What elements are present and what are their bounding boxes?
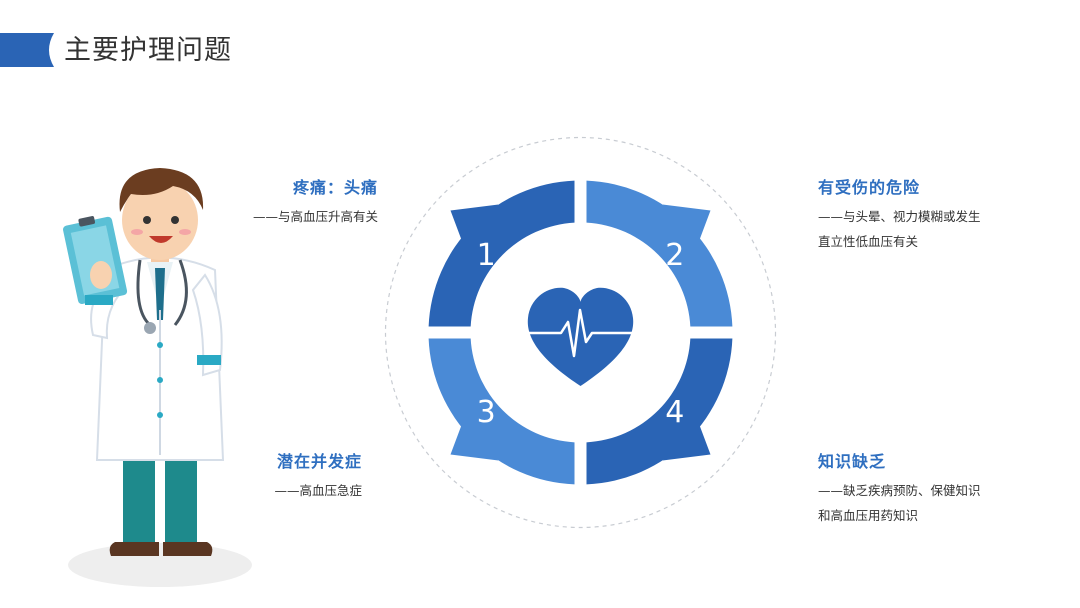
problem-title: 有受伤的危险 [818,178,921,197]
problem-title: 潜在并发症 [276,452,362,471]
segment-number-2: 2 [665,238,684,273]
problem-item-1: 疼痛：头痛 ——与高血压升高有关 [253,174,378,229]
title-accent-bar [0,33,54,67]
problem-desc: ——缺乏疾病预防、保健知识 和高血压用药知识 [818,483,981,523]
problem-title: 疼痛：头痛 [292,178,378,197]
problem-title: 知识缺乏 [818,452,887,471]
problem-desc: ——高血压急症 [274,483,362,498]
problem-item-4: 知识缺乏 ——缺乏疾病预防、保健知识 和高血压用药知识 [818,448,1003,528]
cycle-arrow-4 [662,422,711,461]
segment-number-1: 1 [477,238,496,273]
problem-cycle-diagram: 1 2 3 4 [384,136,777,529]
cycle-segment-2 [586,180,733,327]
problem-desc: ——与高血压升高有关 [252,209,378,224]
dashed-outer-ring [384,136,777,529]
problem-item-2: 有受伤的危险 ——与头晕、视力模糊或发生 直立性低血压有关 [818,174,1003,254]
segment-number-3: 3 [477,395,496,430]
cycle-segment-1 [428,180,575,327]
page-title: 主要护理问题 [64,35,232,66]
problem-item-3: 潜在并发症 ——高血压急症 [274,448,362,503]
cycle-arrow-3 [450,422,499,461]
cycle-arrow-2 [662,204,711,243]
cycle-segment-4 [586,338,733,485]
doctor-illustration [63,168,252,587]
heart-pulse-icon [527,287,634,386]
cycle-segment-3 [428,338,575,485]
segment-number-4: 4 [665,395,684,430]
cycle-arrow-1 [450,204,499,243]
problem-desc: ——与头晕、视力模糊或发生 直立性低血压有关 [818,209,981,249]
